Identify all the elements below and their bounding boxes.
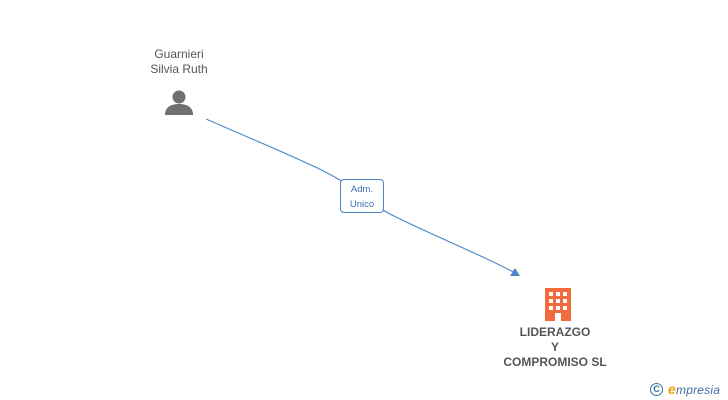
company-name-line1: LIDERAZGO [519,325,591,339]
brand-logo[interactable]: empresia [668,381,720,397]
brand-rest: mpresia [676,383,721,397]
company-name-line2: Y [550,340,559,354]
company-name-line3: COMPROMISO SL [503,355,607,369]
person-name-line2: Silvia Ruth [150,62,208,76]
role-badge: Adm. Unico [340,179,384,213]
person-icon[interactable] [165,90,193,116]
role-line1: Adm. [350,184,374,195]
relation-arrowhead [510,268,520,276]
company-name[interactable]: LIDERAZGO Y COMPROMISO SL [490,325,620,370]
brand-initial: e [668,381,676,397]
person-name-line1: Guarnieri [154,47,204,61]
footer-brand: C empresia [650,380,720,398]
person-name[interactable]: Guarnieri Silvia Ruth [119,47,239,77]
building-icon[interactable] [545,288,571,321]
role-line2: Unico [349,199,375,210]
copyright-icon: C [650,382,663,396]
